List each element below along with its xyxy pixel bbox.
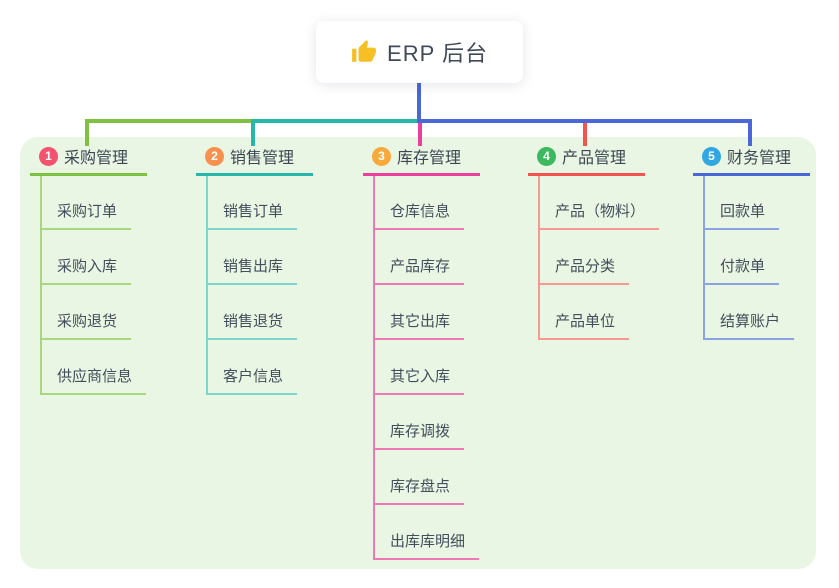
child-node[interactable]: 销售出库 — [206, 230, 298, 285]
branch-children: 采购订单采购入库采购退货供应商信息 — [40, 176, 147, 395]
child-node[interactable]: 销售退货 — [206, 285, 298, 340]
branch-number-badge: 3 — [372, 146, 391, 166]
branch-spine-line — [373, 176, 375, 560]
child-node[interactable]: 客户信息 — [206, 340, 298, 395]
child-node[interactable]: 产品分类 — [538, 230, 630, 285]
connector-line — [85, 119, 251, 123]
child-node[interactable]: 采购订单 — [40, 176, 132, 230]
branch-spine-line — [703, 176, 705, 340]
branch-children: 产品（物料）产品分类产品单位 — [538, 176, 660, 340]
branch-header-5[interactable]: 5 财务管理 — [693, 143, 810, 176]
child-node[interactable]: 库存调拨 — [373, 395, 465, 450]
thumbs-up-icon — [351, 39, 377, 65]
root-node[interactable]: ERP 后台 — [316, 21, 523, 83]
branch-header-2[interactable]: 2 销售管理 — [196, 143, 313, 176]
branch-children: 销售订单销售出库销售退货客户信息 — [206, 176, 313, 395]
child-node[interactable]: 其它入库 — [373, 340, 465, 395]
child-node[interactable]: 产品单位 — [538, 285, 630, 340]
child-node[interactable]: 销售订单 — [206, 176, 298, 230]
connector-line — [418, 123, 422, 146]
branch-spine-line — [40, 176, 42, 395]
branch-3: 3 库存管理仓库信息产品库存其它出库其它入库库存调拨库存盘点出库库明细 — [363, 143, 480, 560]
branch-header-4[interactable]: 4 产品管理 — [528, 143, 645, 176]
branch-label: 采购管理 — [64, 150, 129, 167]
child-node[interactable]: 采购入库 — [40, 230, 132, 285]
branch-label: 产品管理 — [562, 150, 627, 167]
connector-line — [251, 119, 421, 123]
branch-children: 回款单付款单结算账户 — [703, 176, 810, 340]
branch-header-3[interactable]: 3 库存管理 — [363, 143, 480, 176]
root-node-label: ERP 后台 — [387, 41, 488, 66]
branch-spine-line — [538, 176, 540, 340]
child-node[interactable]: 供应商信息 — [40, 340, 147, 395]
connector-line — [85, 123, 89, 146]
branch-number-badge: 2 — [205, 146, 224, 166]
child-node[interactable]: 结算账户 — [703, 285, 795, 340]
branch-label: 销售管理 — [230, 150, 295, 167]
branch-header-1[interactable]: 1 采购管理 — [30, 143, 147, 176]
branch-spine-line — [206, 176, 208, 395]
child-node[interactable]: 回款单 — [703, 176, 780, 230]
branch-5: 5 财务管理回款单付款单结算账户 — [693, 143, 810, 340]
child-node[interactable]: 仓库信息 — [373, 176, 465, 230]
branch-number-badge: 1 — [39, 146, 58, 166]
branch-label: 财务管理 — [727, 150, 792, 167]
branch-label: 库存管理 — [397, 150, 462, 167]
child-node[interactable]: 其它出库 — [373, 285, 465, 340]
child-node[interactable]: 采购退货 — [40, 285, 132, 340]
child-node[interactable]: 产品库存 — [373, 230, 465, 285]
branch-2: 2 销售管理销售订单销售出库销售退货客户信息 — [196, 143, 313, 395]
branch-number-badge: 5 — [702, 146, 721, 166]
child-node[interactable]: 产品（物料） — [538, 176, 660, 230]
branch-1: 1 采购管理采购订单采购入库采购退货供应商信息 — [30, 143, 147, 395]
mindmap-panel — [20, 137, 816, 569]
connector-line — [251, 123, 255, 146]
connector-line — [748, 123, 752, 146]
branch-number-badge: 4 — [537, 146, 556, 166]
branch-children: 仓库信息产品库存其它出库其它入库库存调拨库存盘点出库库明细 — [373, 176, 480, 560]
connector-line — [583, 123, 587, 146]
connector-line — [417, 83, 421, 123]
branch-4: 4 产品管理产品（物料）产品分类产品单位 — [528, 143, 660, 340]
child-node[interactable]: 库存盘点 — [373, 450, 465, 505]
connector-line — [417, 119, 752, 123]
child-node[interactable]: 付款单 — [703, 230, 780, 285]
child-node[interactable]: 出库库明细 — [373, 505, 480, 560]
